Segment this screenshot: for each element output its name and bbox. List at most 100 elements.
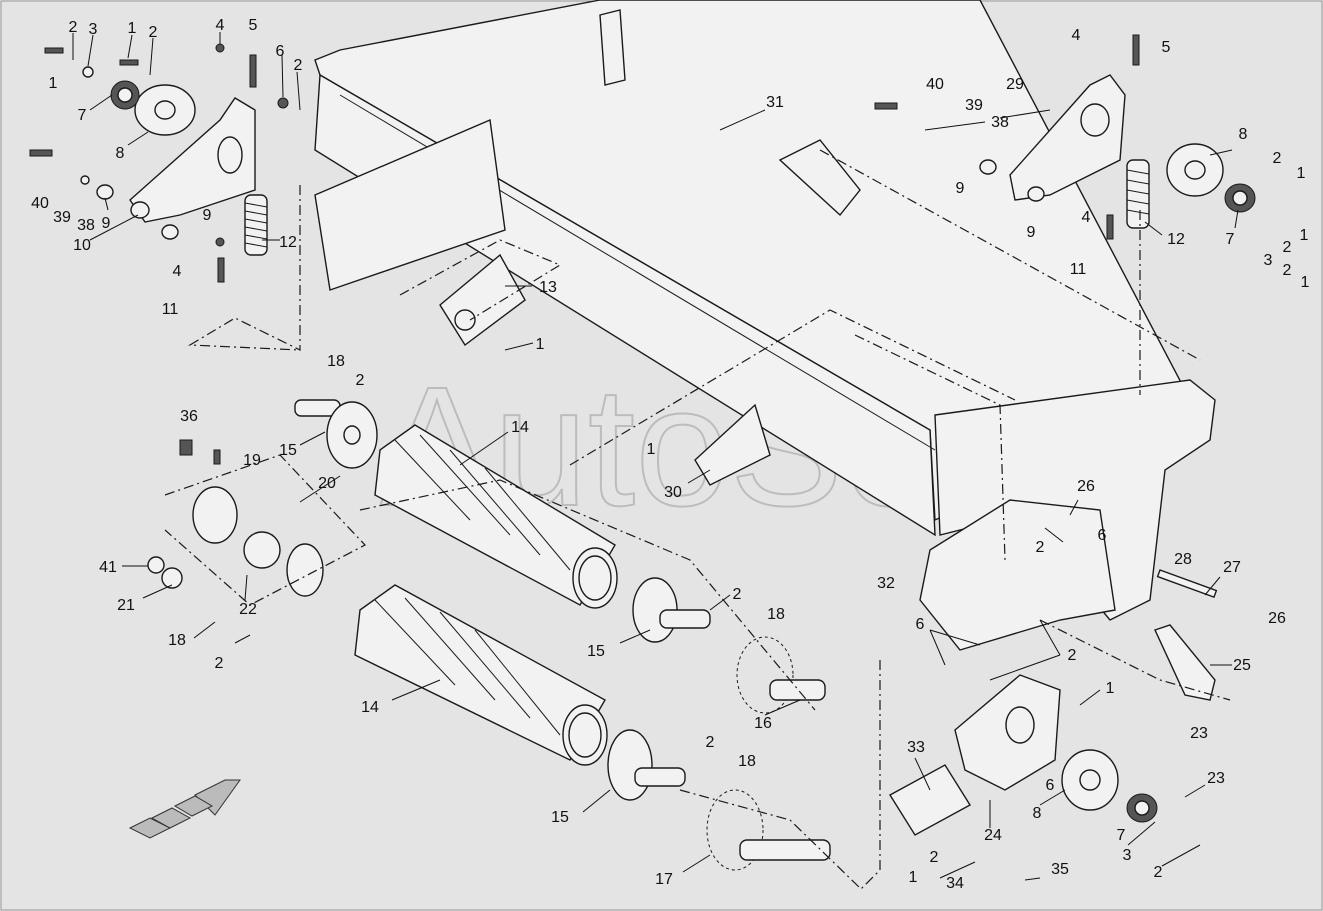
bolt-11-left [217,257,225,283]
callout-label: 32 [877,575,895,592]
callout-label: 1 [1300,227,1309,244]
bearing-7-right-bore [1232,190,1248,206]
shaft-flange-15-b [632,577,711,643]
callout-label: 11 [1070,261,1087,278]
callout-label: 1 [1106,680,1115,697]
callout-label: 4 [173,263,182,280]
callout-label: 2 [215,655,224,672]
callout-label: 8 [116,145,125,162]
callout-label: 7 [1226,231,1235,248]
callout-label: 38 [77,217,95,234]
bushing-9-d [979,159,997,175]
nut-6-left [277,97,289,109]
callout-label: 2 [294,57,303,74]
direction-arrow-icon [128,779,241,839]
callout-label: 41 [99,559,117,576]
callout-label: 7 [78,107,87,124]
coupling-20 [192,486,324,597]
callout-label: 22 [239,601,257,618]
callout-label: 36 [180,408,198,425]
flange-8-lower-hole [1079,769,1101,791]
bracket-hole [217,136,243,174]
bolt-1-b [119,59,139,66]
shaft-16 [736,636,826,714]
flange-8-hole [154,100,176,120]
bushing-9-b [161,224,179,240]
callout-label: 12 [279,234,297,251]
callout-label: 20 [318,475,336,492]
callout-label: 2 [1273,150,1282,167]
callout-label: 24 [984,827,1002,844]
bracket-30 [694,403,771,486]
callout-label: 40 [31,195,49,212]
washer-38-left [80,175,90,185]
roller-14-upper [374,424,618,609]
callout-label: 2 [149,24,158,41]
callout-label: 27 [1223,559,1241,576]
callout-label: 1 [49,75,58,92]
ring-21 [161,567,183,589]
callout-label: 30 [664,484,682,501]
callout-label: 8 [1033,805,1042,822]
callout-label: 2 [733,586,742,603]
callout-label: 2 [1154,864,1163,881]
spring-12-left [244,194,268,256]
screw-19 [213,449,221,465]
bolt-40-right [874,102,898,110]
callout-label: 4 [1082,209,1091,226]
bolt-1-a [44,47,64,54]
callout-label: 21 [117,597,135,614]
callout-label: 34 [946,875,964,892]
callout-label: 14 [361,699,379,716]
shaft-17 [706,789,831,871]
callout-label: 31 [766,94,784,111]
washer-3-left [82,66,94,78]
callout-label: 8 [1239,126,1248,143]
bracket-25 [1154,624,1216,701]
callout-label: 26 [1077,478,1095,495]
callout-label: 18 [327,353,345,370]
bearing-7-lower-bore [1134,800,1150,816]
flange-8-right-hole [1184,160,1206,180]
bracket-10-left [129,97,256,223]
callout-label: 9 [1027,224,1036,241]
shaft-flange-15-c [607,729,686,801]
callout-label: 18 [738,753,756,770]
side-plate-right [919,499,1116,651]
callout-label: 5 [1162,39,1171,56]
pin-28 [1156,569,1218,598]
spring-12-right-coils [1126,169,1150,215]
callout-label: 3 [1123,847,1132,864]
callout-label: 18 [767,606,785,623]
callout-label: 19 [243,452,261,469]
ring-41 [147,556,165,574]
callout-label: 6 [1098,527,1107,544]
callout-label: 14 [511,419,529,436]
callout-label: 2 [1283,239,1292,256]
key-36 [179,439,193,456]
callout-label: 4 [216,17,225,34]
callout-label: 4 [1072,27,1081,44]
callout-label: 11 [162,301,179,318]
callout-label: 16 [754,715,772,732]
bracket-29-hole [1080,103,1110,137]
callout-label: 13 [539,279,557,296]
bearing-7-bore [117,87,133,103]
bolt-5-right [1132,34,1140,66]
callout-label: 2 [930,849,939,866]
spring-12-coils [244,202,268,248]
bushing-9-e [1027,186,1045,202]
callout-label: 1 [647,441,656,458]
callout-label: 15 [551,809,569,826]
callout-label: 2 [356,372,365,389]
callout-label: 23 [1207,770,1225,787]
callout-label: 9 [956,180,965,197]
callout-label: 1 [1301,274,1310,291]
shaft-flange-15-a [294,399,378,469]
callout-label: 39 [965,97,983,114]
callout-label: 9 [102,215,111,232]
callout-label: 40 [926,76,944,93]
callout-label: 23 [1190,725,1208,742]
callout-label: 26 [1268,610,1286,627]
